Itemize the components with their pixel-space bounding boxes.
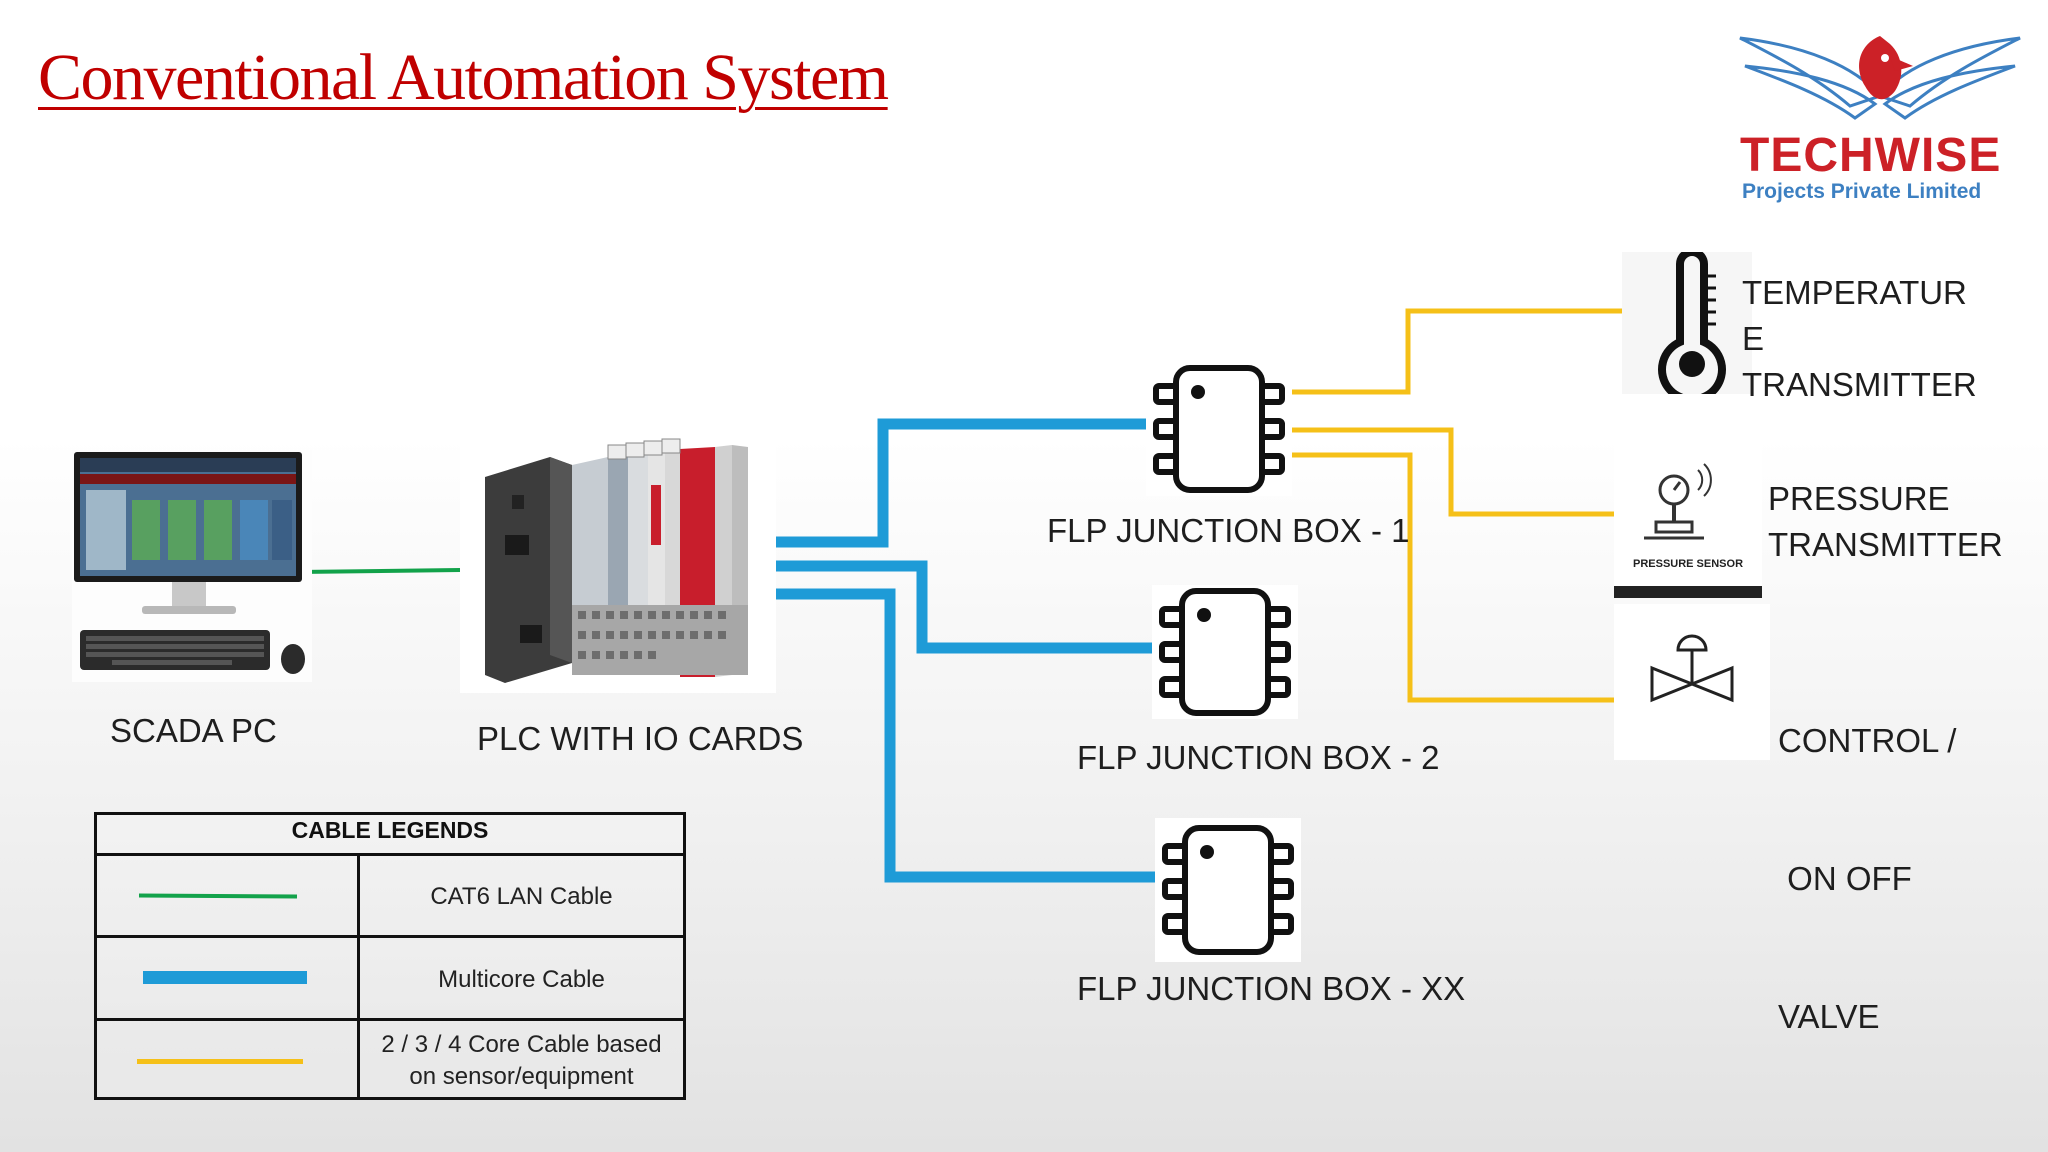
scada-pc-icon [72,450,312,682]
pressure-transmitter-label: PRESSURE TRANSMITTER [1768,476,2003,568]
logo-subtitle: Projects Private Limited [1742,180,1982,203]
legend-swatch-cell [97,856,360,938]
page-title: Conventional Automation System [38,41,889,114]
control-valve-label: CONTROL / ON OFF VALVE [1778,626,1956,1086]
pressure-gauge-icon [1614,463,1762,598]
legend-row-lan: CAT6 LAN Cable [97,853,683,938]
core-cable-temperature [1292,308,1640,395]
lan-cable-scada-plc [297,568,461,574]
junction-box-2-icon [1152,585,1298,719]
core-cable-swatch [137,1059,303,1064]
temperature-label-line-1: TEMPERATUR [1742,274,1967,311]
core-cable-valve [1292,452,1614,703]
legend-label-core: 2 / 3 / 4 Core Cable based on sensor/equ… [381,1030,662,1090]
valve-label-line-2: ON OFF [1778,860,1912,897]
legend-row-core: 2 / 3 / 4 Core Cable based on sensor/equ… [97,1018,683,1100]
core-cable-pressure [1292,427,1614,517]
legend-title: CABLE LEGENDS [291,817,489,843]
lan-cable-swatch [138,893,298,899]
junction-box-1-label: FLP JUNCTION BOX - 1 [1047,512,1410,549]
temperature-label-line-3: TRANSMITTER [1742,366,1977,403]
valve-icon [1614,604,1770,760]
plc-label: PLC WITH IO CARDS [477,720,804,757]
legend-row-multicore: Multicore Cable [97,935,683,1021]
plc-icon [460,435,776,693]
multicore-cable-swatch [143,971,307,984]
junction-box-1-icon [1146,362,1292,496]
multicore-cable-jbxx [775,588,1155,883]
pressure-sensor-card: PRESSURE SENSOR [1614,442,1762,598]
temperature-transmitter-label: TEMPERATUR E TRANSMITTER [1742,270,1977,408]
eagle-logo-icon [1739,36,2021,120]
legend-label-lan: CAT6 LAN Cable [430,883,613,910]
logo-name: TECHWISE [1740,129,2002,182]
pressure-sensor-caption: PRESSURE SENSOR [1632,558,1744,570]
cable-legend: CABLE LEGENDS CAT6 LAN Cable Multicore C… [94,812,686,1100]
legend-swatch-cell [97,938,360,1021]
scada-pc-label: SCADA PC [110,712,277,749]
junction-box-xx-icon [1155,818,1301,962]
valve-label-line-3: VALVE [1778,998,1880,1035]
multicore-cable-jb2 [775,560,1152,654]
pressure-label-line-1: PRESSURE [1768,480,1950,517]
temperature-label-line-2: E [1742,320,1765,357]
legend-label-multicore: Multicore Cable [438,965,605,993]
multicore-cable-jb1 [775,418,1150,548]
junction-box-2-label: FLP JUNCTION BOX - 2 [1077,739,1440,776]
legend-swatch-cell [97,1021,360,1100]
valve-label-line-1: CONTROL / [1778,722,1957,759]
pressure-label-line-2: TRANSMITTER [1768,526,2003,563]
thermometer-icon [1622,252,1752,394]
junction-box-xx-label: FLP JUNCTION BOX - XX [1077,970,1466,1007]
